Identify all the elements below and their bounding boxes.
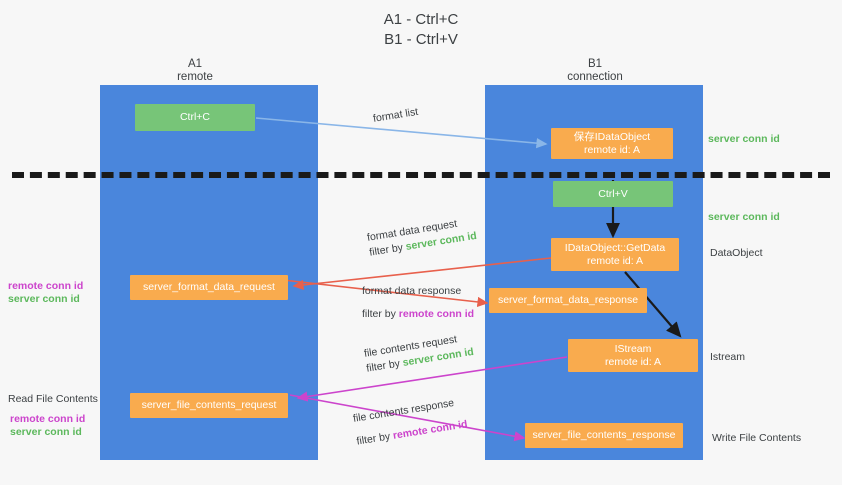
node-istream-line2: remote id: A bbox=[604, 355, 662, 368]
lane-header-b1: B1 connection bbox=[530, 58, 660, 84]
lane-header-a1: A1 remote bbox=[130, 58, 260, 84]
node-idataobject-recv[interactable]: 保存IDataObject remote id: A bbox=[551, 128, 673, 159]
node-server-file-contents-response-label: server_file_contents_response bbox=[532, 429, 676, 441]
node-server-format-data-response[interactable]: server_format_data_response bbox=[489, 288, 647, 313]
node-getdata-line2: remote id: A bbox=[586, 254, 644, 267]
edge-label-file-contents-response: file contents response filter by remote … bbox=[352, 394, 469, 449]
left-label-remote-conn-id-1: remote conn id bbox=[8, 280, 84, 292]
node-ctrl-v[interactable]: Ctrl+V bbox=[553, 181, 673, 207]
right-label-server-conn-id-top: server conn id bbox=[708, 133, 780, 145]
node-ctrl-v-label: Ctrl+V bbox=[598, 187, 628, 200]
phase-divider bbox=[12, 172, 830, 178]
node-getdata-line1: IDataObject::GetData bbox=[564, 241, 666, 254]
left-label-remote-conn-id-2: remote conn id bbox=[10, 413, 86, 425]
filter-prefix: filter by bbox=[362, 308, 399, 320]
filter-tag-remote-conn-id: remote conn id bbox=[392, 418, 469, 442]
right-label-istream: Istream bbox=[710, 351, 746, 363]
node-idataobject-recv-line1: 保存IDataObject bbox=[573, 130, 651, 143]
node-istream[interactable]: IStream remote id: A bbox=[568, 339, 698, 372]
left-label-read-file-contents: Read File Contents bbox=[8, 393, 98, 405]
node-server-format-data-request[interactable]: server_format_data_request bbox=[130, 275, 288, 300]
node-server-format-data-response-label: server_format_data_response bbox=[497, 294, 639, 306]
node-getdata[interactable]: IDataObject::GetData remote id: A bbox=[551, 238, 679, 271]
node-server-file-contents-response[interactable]: server_file_contents_response bbox=[525, 423, 683, 448]
lane-b1-name: B1 bbox=[587, 58, 603, 70]
title-line-1: A1 - Ctrl+C bbox=[383, 11, 459, 28]
node-server-format-data-request-label: server_format_data_request bbox=[143, 281, 275, 293]
edge-label-format-data-response-text: format data response bbox=[362, 285, 462, 297]
node-ctrl-c-label: Ctrl+C bbox=[179, 111, 211, 123]
edge-label-file-contents-request: file contents request filter by server c… bbox=[363, 330, 475, 377]
title-line-2: B1 - Ctrl+V bbox=[384, 31, 458, 48]
right-label-server-conn-id-second: server conn id bbox=[708, 211, 780, 223]
edge-label-format-data-response-filter: filter by remote conn id bbox=[362, 307, 474, 322]
left-label-server-conn-id-1: server conn id bbox=[8, 293, 80, 305]
right-label-write-file-contents: Write File Contents bbox=[712, 432, 802, 444]
edge-label-format-list-text: format list bbox=[372, 105, 419, 125]
node-server-file-contents-request-label: server_file_contents_request bbox=[141, 399, 277, 411]
page-title: A1 - Ctrl+C B1 - Ctrl+V bbox=[0, 10, 842, 50]
lane-a1-sub: remote bbox=[177, 71, 213, 83]
left-label-server-conn-id-2: server conn id bbox=[10, 426, 82, 438]
edge-label-format-data-response: format data response filter by remote co… bbox=[362, 284, 474, 322]
node-idataobject-recv-line2: remote id: A bbox=[583, 143, 641, 156]
node-ctrl-c[interactable]: Ctrl+C bbox=[135, 104, 255, 131]
lane-b1-sub: connection bbox=[567, 71, 623, 83]
edge-label-format-data-request: format data request filter by server con… bbox=[366, 214, 478, 261]
filter-prefix: filter by bbox=[355, 429, 394, 448]
node-istream-line1: IStream bbox=[614, 342, 652, 355]
node-server-file-contents-request[interactable]: server_file_contents_request bbox=[130, 393, 288, 418]
lane-a1-name: A1 bbox=[187, 58, 203, 70]
filter-tag-remote-conn-id: remote conn id bbox=[398, 308, 475, 320]
edge-label-format-list: format list bbox=[372, 105, 419, 127]
right-label-dataobject: DataObject bbox=[710, 247, 763, 259]
